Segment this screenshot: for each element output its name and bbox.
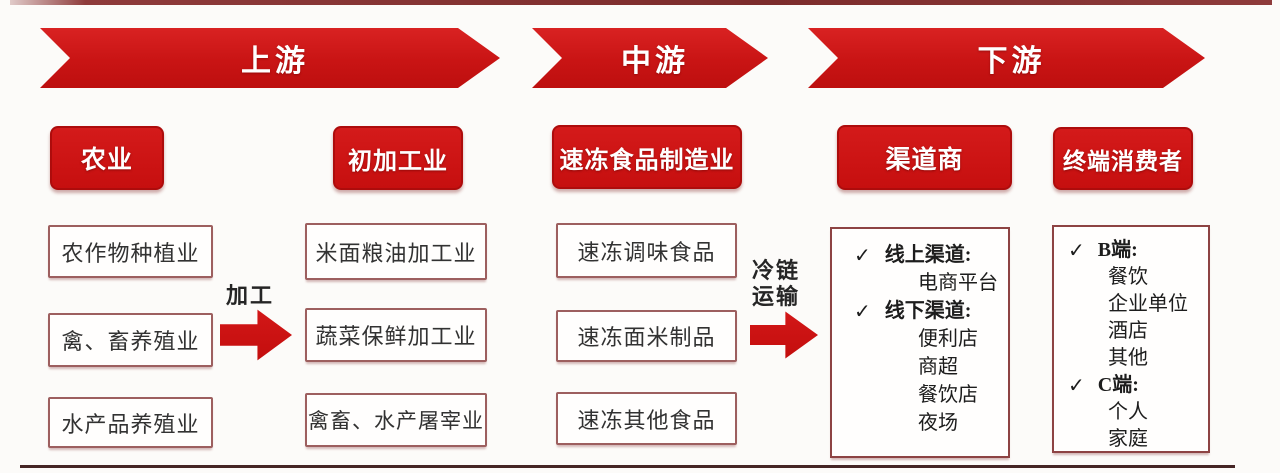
item-vegetable-preservation-label: 蔬菜保鲜加工业 [315,324,477,349]
item-crop-farming: 农作物种植业 [48,225,213,278]
consumer-item-family: 家庭 [1108,428,1148,450]
item-grain-oil-processing-label: 米面粮油加工业 [315,240,477,266]
consumer-item-hotel: 酒店 [1108,320,1148,342]
item-slaughtering: 禽畜、水产屠宰业 [305,393,487,447]
channel-distributors-panel: ✓ 线上渠道: 电商平台 ✓ 线下渠道: 便利店 商超 餐饮店 夜场 [830,227,1010,458]
stage-title-primary-processing-label: 初加工业 [348,148,448,175]
stage-title-end-consumers-label: 终端消费者 [1063,148,1183,174]
banner-downstream: 下游 [808,28,1205,88]
c-side-header-label: C端: [1097,374,1139,396]
channel-item-night-venue: 夜场 [918,412,958,434]
banner-downstream-label: 下游 [977,45,1046,78]
stage-title-frozen-food-manufacturing: 速冻食品制造业 [552,125,742,189]
item-frozen-rice-flour-products: 速冻面米制品 [556,310,737,362]
consumer-item-enterprise: 企业单位 [1108,293,1188,315]
stage-title-primary-processing: 初加工业 [333,126,463,190]
cold-chain-label-line2: 运输 [751,284,800,309]
banner-midstream: 中游 [532,28,768,88]
cold-chain-label-line1: 冷链 [751,258,800,283]
item-vegetable-preservation: 蔬菜保鲜加工业 [305,308,487,362]
item-frozen-other-food-label: 速冻其他食品 [577,407,716,433]
consumer-item-other: 其他 [1108,347,1148,369]
offline-channel-header-label: 线下渠道: [884,300,972,322]
channel-item-supermarket: 商超 [918,356,958,378]
channel-item-ecommerce: 电商平台 [918,272,998,294]
stage-title-agriculture-label: 农业 [80,147,133,174]
offline-channel-header: ✓ 线下渠道: [832,297,1008,325]
consumer-item-individual: 个人 [1108,401,1148,423]
item-aquaculture: 水产品养殖业 [48,397,213,448]
b-side-header: ✓ B端: [1054,237,1208,264]
cold-chain-arrow-label: 冷链 运输 [746,258,806,310]
stage-title-end-consumers: 终端消费者 [1053,127,1193,190]
banner-midstream-label: 中游 [621,45,689,78]
item-poultry-livestock-breeding: 禽、畜养殖业 [48,313,213,367]
check-icon: ✓ [1068,373,1085,397]
consumer-item-catering: 餐饮 [1108,266,1148,288]
check-icon: ✓ [854,243,871,267]
item-frozen-seasoned-food-label: 速冻调味食品 [577,239,716,265]
stage-title-channel-distributors-label: 渠道商 [885,146,964,174]
bottom-border [20,465,1235,468]
channel-item-restaurant: 餐饮店 [918,384,978,406]
item-poultry-livestock-breeding-label: 禽、畜养殖业 [61,329,200,354]
stage-title-channel-distributors: 渠道商 [837,125,1012,190]
b-side-header-label: B端: [1097,239,1138,261]
item-frozen-seasoned-food: 速冻调味食品 [556,223,737,278]
banner-upstream-label: 上游 [241,45,309,78]
banner-upstream: 上游 [40,28,500,88]
processing-arrow-label: 加工 [225,283,274,308]
stage-title-frozen-food-manufacturing-label: 速冻食品制造业 [559,147,735,174]
top-border [10,0,1272,5]
cold-chain-arrow-icon [750,311,818,359]
online-channel-header: ✓ 线上渠道: [832,241,1008,269]
processing-arrow-icon [220,309,292,361]
check-icon: ✓ [1068,238,1085,262]
item-crop-farming-label: 农作物种植业 [61,240,200,266]
item-frozen-other-food: 速冻其他食品 [556,392,737,445]
end-consumers-panel: ✓ B端: 餐饮 企业单位 酒店 其他 ✓ C端: 个人 家庭 [1052,225,1210,453]
online-channel-header-label: 线上渠道: [884,244,972,266]
channel-item-convenience-store: 便利店 [918,328,978,350]
item-grain-oil-processing: 米面粮油加工业 [305,223,487,280]
check-icon: ✓ [854,299,871,323]
stage-title-agriculture: 农业 [50,126,164,190]
item-slaughtering-label: 禽畜、水产屠宰业 [308,409,484,433]
item-frozen-rice-flour-products-label: 速冻面米制品 [577,325,716,350]
item-aquaculture-label: 水产品养殖业 [61,411,200,437]
c-side-header: ✓ C端: [1054,372,1208,399]
